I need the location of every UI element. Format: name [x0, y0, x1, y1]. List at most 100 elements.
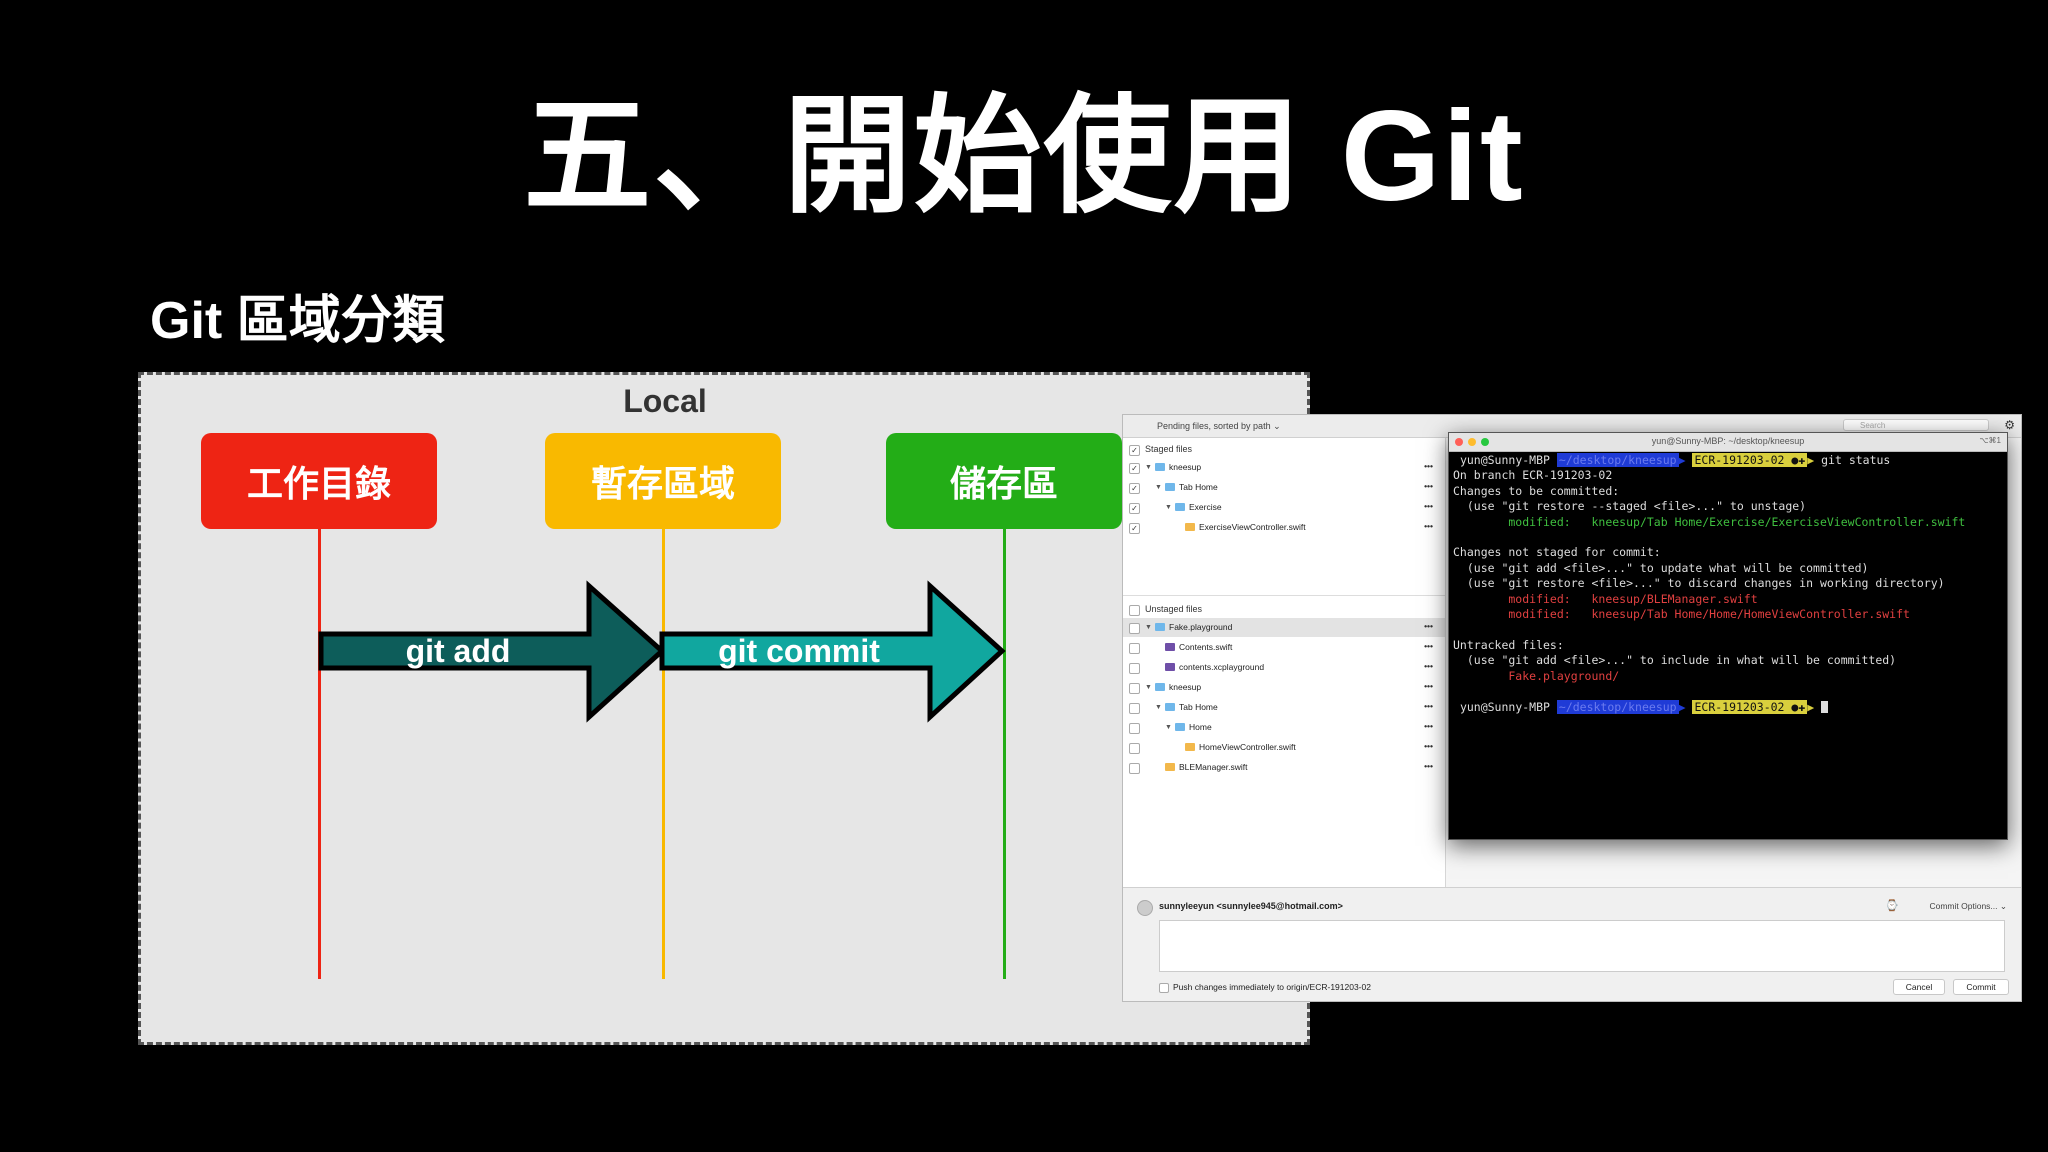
more-icon[interactable]: •••: [1424, 681, 1433, 691]
stage-staging-area-label: 暫存區域: [590, 463, 735, 504]
folder-icon: [1165, 703, 1175, 711]
checkbox[interactable]: [1129, 723, 1140, 734]
more-icon[interactable]: •••: [1424, 661, 1433, 671]
list-item[interactable]: ▼ Home •••: [1123, 718, 1445, 737]
list-item[interactable]: ▼ Fake.playground •••: [1123, 618, 1445, 637]
staged-all-checkbox[interactable]: ✓: [1129, 445, 1140, 456]
playground-file-icon: [1165, 663, 1175, 671]
more-icon[interactable]: •••: [1424, 501, 1433, 511]
playground-file-icon: [1165, 643, 1175, 651]
disclosure-triangle-icon[interactable]: ▼: [1145, 684, 1152, 691]
checkbox[interactable]: ✓: [1129, 503, 1140, 514]
disclosure-triangle-icon[interactable]: ▼: [1155, 484, 1162, 491]
commit-panel: sunnyleeyun <sunnylee945@hotmail.com> ⌚ …: [1123, 887, 2021, 1001]
slide-subtitle: Git 區域分類: [150, 292, 445, 350]
checkbox[interactable]: [1129, 643, 1140, 654]
terminal-line: Fake.playground/: [1453, 668, 1620, 683]
local-label: Local: [623, 383, 707, 419]
minimize-button[interactable]: [1468, 438, 1476, 446]
commit-author: sunnyleeyun <sunnylee945@hotmail.com>: [1159, 901, 1343, 911]
more-icon[interactable]: •••: [1424, 761, 1433, 771]
checkbox[interactable]: ✓: [1129, 523, 1140, 534]
list-item[interactable]: Contents.swift •••: [1123, 638, 1445, 657]
stage-working-directory: 工作目錄: [201, 433, 437, 529]
list-item[interactable]: contents.xcplayground •••: [1123, 658, 1445, 677]
file-name: kneesup: [1169, 462, 1202, 472]
git-commit-label: git commit: [718, 633, 880, 669]
more-icon[interactable]: •••: [1424, 481, 1433, 491]
list-item[interactable]: ✓ ▼ Tab Home •••: [1123, 478, 1445, 497]
disclosure-triangle-icon[interactable]: ▼: [1165, 504, 1172, 511]
commit-message-input[interactable]: [1159, 920, 2005, 972]
staged-section-header: ✓ Staged files: [1123, 440, 1445, 458]
file-name: ExerciseViewController.swift: [1199, 522, 1306, 532]
swift-file-icon: [1165, 763, 1175, 771]
more-icon[interactable]: •••: [1424, 741, 1433, 751]
sort-dropdown[interactable]: Pending files, sorted by path ⌄: [1157, 421, 1281, 431]
unstaged-all-checkbox[interactable]: [1129, 605, 1140, 616]
unstaged-section-header: Unstaged files: [1123, 600, 1445, 618]
checkbox[interactable]: [1129, 703, 1140, 714]
terminal-output[interactable]: yun@Sunny-MBP ~/desktop/kneesup▶ ECR-191…: [1453, 453, 2003, 715]
stage-repository-label: 儲存區: [949, 463, 1058, 504]
more-icon[interactable]: •••: [1424, 521, 1433, 531]
list-item[interactable]: BLEManager.swift •••: [1123, 758, 1445, 777]
terminal-line: Untracked files:: [1453, 637, 1564, 652]
list-item[interactable]: ✓ ▼ Exercise •••: [1123, 498, 1445, 517]
terminal-line: modified: kneesup/Tab Home/Home/HomeView…: [1453, 607, 1910, 622]
prompt-path: ~/desktop/kneesup: [1556, 699, 1679, 714]
prompt-user: yun@Sunny-MBP: [1459, 699, 1550, 714]
avatar: [1137, 900, 1153, 916]
terminal-line: Changes not staged for commit:: [1453, 545, 1661, 560]
list-item[interactable]: ✓ ExerciseViewController.swift •••: [1123, 518, 1445, 537]
gear-icon[interactable]: ⚙: [2004, 418, 2015, 432]
command: git status: [1821, 453, 1891, 467]
disclosure-triangle-icon[interactable]: ▼: [1155, 704, 1162, 711]
more-icon[interactable]: •••: [1424, 621, 1433, 631]
list-item[interactable]: ▼ kneesup •••: [1123, 678, 1445, 697]
local-diagram: Local 工作目錄 暫存區域 儲存區 git add git commit: [138, 372, 1310, 1045]
disclosure-triangle-icon[interactable]: ▼: [1165, 724, 1172, 731]
close-button[interactable]: [1455, 438, 1463, 446]
clock-icon[interactable]: ⌚: [1885, 900, 1899, 912]
checkbox[interactable]: [1129, 683, 1140, 694]
push-checkbox[interactable]: [1159, 983, 1169, 993]
file-list: ✓ Staged files ✓ ▼ kneesup ••• ✓ ▼ Tab H…: [1123, 438, 1446, 900]
checkbox[interactable]: [1129, 763, 1140, 774]
more-icon[interactable]: •••: [1424, 701, 1433, 711]
git-commit-arrow: [659, 580, 1006, 723]
terminal-line: Changes to be committed:: [1453, 483, 1620, 498]
more-icon[interactable]: •••: [1424, 721, 1433, 731]
terminal-line: (use "git restore <file>..." to discard …: [1453, 576, 1945, 591]
file-name: Tab Home: [1179, 482, 1218, 492]
checkbox[interactable]: [1129, 743, 1140, 754]
more-icon[interactable]: •••: [1424, 641, 1433, 651]
terminal-line: modified: kneesup/BLEManager.swift: [1453, 591, 1758, 606]
commit-options-dropdown[interactable]: Commit Options... ⌄: [1929, 901, 2007, 911]
folder-icon: [1175, 723, 1185, 731]
cancel-button[interactable]: Cancel: [1893, 979, 1945, 995]
playground-icon: [1155, 623, 1165, 631]
zoom-button[interactable]: [1481, 438, 1489, 446]
list-item[interactable]: HomeViewController.swift •••: [1123, 738, 1445, 757]
swift-file-icon: [1185, 743, 1195, 751]
disclosure-triangle-icon[interactable]: ▼: [1145, 464, 1152, 471]
terminal-line: (use "git add <file>..." to include in w…: [1453, 653, 1897, 668]
prompt-branch: ECR-191203-02 ●✚: [1692, 453, 1808, 467]
prompt-user: yun@Sunny-MBP: [1459, 453, 1550, 467]
disclosure-triangle-icon[interactable]: ▼: [1145, 624, 1152, 631]
working-directory-line: [318, 529, 321, 979]
checkbox[interactable]: [1129, 663, 1140, 674]
checkbox[interactable]: ✓: [1129, 463, 1140, 474]
terminal-line: (use "git add <file>..." to update what …: [1453, 560, 1869, 575]
checkbox[interactable]: ✓: [1129, 483, 1140, 494]
commit-button[interactable]: Commit: [1953, 979, 2009, 995]
file-name: contents.xcplayground: [1179, 662, 1265, 672]
file-name: HomeViewController.swift: [1199, 742, 1296, 752]
terminal-cursor: [1821, 700, 1829, 713]
more-icon[interactable]: •••: [1424, 461, 1433, 471]
search-input[interactable]: Search: [1843, 419, 1989, 431]
list-item[interactable]: ▼ Tab Home •••: [1123, 698, 1445, 717]
list-item[interactable]: ✓ ▼ kneesup •••: [1123, 458, 1445, 477]
checkbox[interactable]: [1129, 623, 1140, 634]
